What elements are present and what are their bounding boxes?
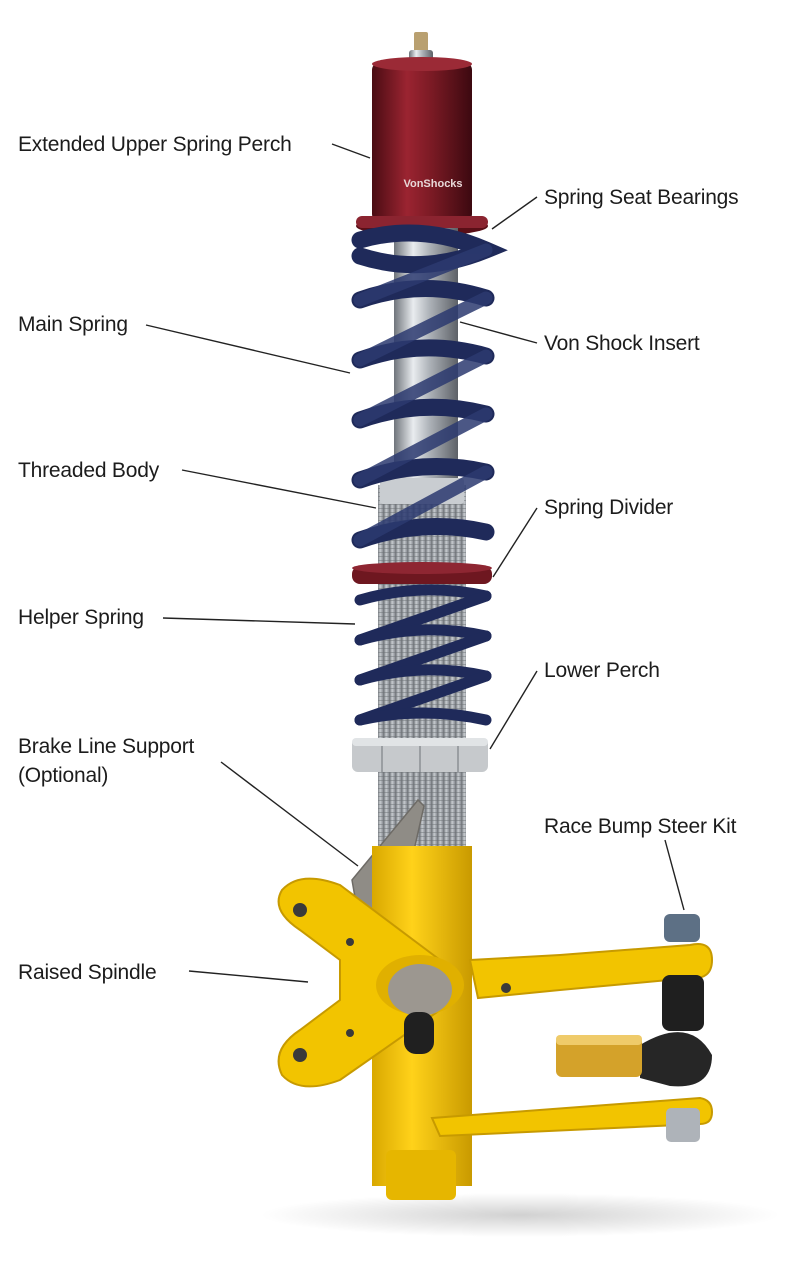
floor-shadow — [260, 1193, 780, 1237]
leader-bump-steer — [664, 839, 685, 911]
brand-mark: VonShocks — [403, 178, 462, 190]
leader-spring-seat — [491, 196, 538, 230]
leader-lines — [145, 143, 685, 983]
label-spring-divider: Spring Divider — [544, 496, 674, 519]
leader-spring-divider — [492, 507, 538, 578]
label-brake-line-support: Brake Line Support (Optional) — [18, 732, 194, 790]
leader-von-shock — [459, 321, 538, 344]
raised-spindle — [277, 846, 472, 1200]
extended-upper-spring-perch: VonShocks — [372, 57, 472, 222]
label-von-shock-insert: Von Shock Insert — [544, 332, 700, 355]
label-lower-perch: Lower Perch — [544, 659, 660, 682]
helper-spring — [354, 584, 492, 726]
label-threaded-body: Threaded Body — [18, 459, 159, 482]
leader-lower-perch — [489, 670, 538, 750]
label-raised-spindle: Raised Spindle — [18, 961, 157, 984]
label-extended-upper-spring-perch: Extended Upper Spring Perch — [18, 133, 292, 156]
main-spring-back — [353, 243, 493, 547]
leader-raised-spindle — [188, 970, 309, 983]
spring-divider — [352, 562, 492, 584]
leader-main-spring — [145, 324, 351, 374]
label-helper-spring: Helper Spring — [18, 606, 144, 629]
label-brake-line-support-line2: (Optional) — [18, 764, 109, 787]
label-main-spring: Main Spring — [18, 313, 128, 336]
leader-helper-spring — [162, 617, 356, 625]
lower-perch — [352, 738, 488, 772]
race-bump-steer-kit — [430, 914, 714, 1142]
label-brake-line-support-line1: Brake Line Support — [18, 735, 195, 758]
leader-extended-perch — [331, 143, 371, 159]
leader-threaded-body — [181, 469, 377, 509]
label-spring-seat-bearings: Spring Seat Bearings — [544, 186, 739, 209]
label-race-bump-steer-kit: Race Bump Steer Kit — [544, 815, 737, 838]
leader-brake-line — [220, 761, 359, 867]
